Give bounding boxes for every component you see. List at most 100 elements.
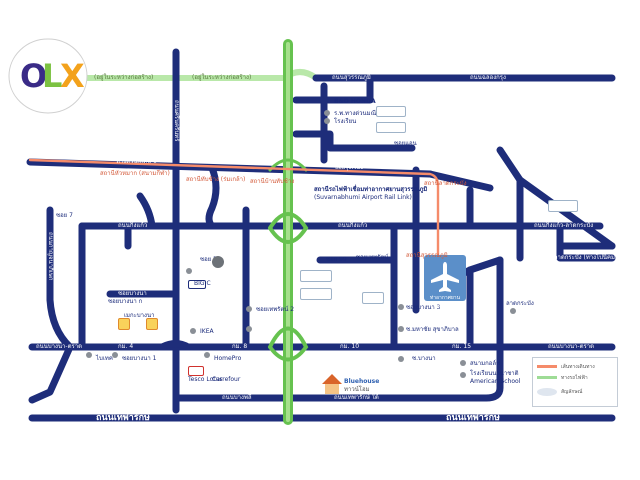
place-lat-krabang: ลาดกระบัง <box>506 300 534 307</box>
road-label-kingkaew-right: ถนนกิ่งแก้ว-ลาดกระบัง <box>534 222 594 229</box>
poi-dot <box>324 118 330 124</box>
project-chip-top-1 <box>376 106 406 117</box>
poi-dot <box>190 328 196 334</box>
olx-logo-x: X <box>60 57 85 95</box>
tesco-logo <box>188 366 204 376</box>
place-rama-hospital: ร.พ.ทางด่วนมณี <box>334 110 377 117</box>
road-label-kingkaew-mid: ถนนกิ่งแก้ว <box>338 222 368 229</box>
road-label-motorway-side: ถนนกิ่งแก้ว <box>120 186 150 193</box>
place-soi-bangna-k: ซอยบางนา ก <box>108 298 143 305</box>
legend-swatch-rail <box>537 376 557 379</box>
road-label-srinakarin: ถนนศรีนครินทร์ <box>173 100 180 142</box>
project-chip-top-2 <box>376 122 406 133</box>
mall-chip-1 <box>118 318 130 330</box>
airport-link-name: สถานีรถไฟฟ้าเชื่อมท่าอากาศยานสุวรรณภูมิ <box>314 186 428 193</box>
place-sansiri: ซอยเทพรัตน์ <box>356 254 389 261</box>
place-sanam-golf: สนามกอล์ฟ <box>470 360 501 367</box>
place-big-school: โรงเรียนนานาชาติ <box>470 370 519 377</box>
project-sub: ทาวน์โฮม <box>344 386 370 393</box>
place-mega-bangna: เมกะบางนา <box>124 312 155 319</box>
arl-station-2: สถานีทับช้าง (ร่มเกล้า) <box>186 176 246 183</box>
olx-logo-l: L <box>42 57 62 95</box>
legend-row-route: เส้นทางเดินทาง <box>537 363 615 370</box>
road-label-bangna-trad-left: ถนนบางนา-ตราด <box>36 343 82 350</box>
road-label-bangna-trad-right: ถนนบางนา-ตราด <box>548 343 594 350</box>
place-bangna-1: ซอยบางนา 1 <box>122 355 157 362</box>
map-legend: เส้นทางเดินทาง ทางรถไฟฟ้า สัญลักษณ์ <box>532 357 618 407</box>
place-bangna-m: ซ.บางนา <box>412 355 436 362</box>
project-chip-mid-3 <box>362 292 384 304</box>
poi-dot <box>398 356 404 362</box>
poi-dot <box>112 352 118 358</box>
road-network <box>26 48 616 422</box>
project-chip-right <box>548 200 578 212</box>
project-chip-mid-1 <box>300 270 332 282</box>
project-house-icon <box>322 374 342 394</box>
road-label-kanchanaphisek: ถนนกาญจนาภิเษก <box>47 232 54 281</box>
arl-station-4: สถานีลาดกระบัง <box>424 180 467 187</box>
road-label-chalong-krung: ถนนฉลองกรุง <box>470 74 506 81</box>
poi-dot <box>398 304 404 310</box>
legend-label-rail: ทางรถไฟฟ้า <box>561 375 588 381</box>
road-label-theparak-south: ถนนเทพารักษ์ ใต้ <box>334 394 379 401</box>
road-label-motorway: ทางด่วนพิเศษ 9 <box>116 158 158 165</box>
road-label-lat-krabang: ถนนลาดกระบัง (ทางไปนิคม) <box>542 254 618 261</box>
poi-dot <box>246 326 252 332</box>
airport-link-sub: (Suvarnabhumi Airport Rail Link) <box>314 194 412 201</box>
airport-label: ท่าอากาศยานสุวรรณภูมิ <box>429 295 461 309</box>
legend-symbol <box>537 388 557 396</box>
olx-logo: O L X <box>8 38 88 114</box>
place-soi-99: ซอย 99 <box>326 256 347 263</box>
road-label-soi-bangna: ซอยบางนา <box>118 290 147 297</box>
rail-label-construction-2: (อยู่ในระหว่างก่อสร้าง) <box>192 74 252 81</box>
legend-label-route: เส้นทางเดินทาง <box>561 364 595 370</box>
road-label-km10: กม. 10 <box>340 343 360 350</box>
road-label-bangplee: ถนนบางพลี <box>222 394 252 401</box>
place-soi-57: ซอย 57 <box>200 256 221 263</box>
poi-dot <box>460 360 466 366</box>
place-bb-honda: B&D HONDA <box>334 98 376 105</box>
place-ikea: IKEA <box>200 328 214 335</box>
road-label-km8: กม. 8 <box>232 343 248 350</box>
road-label-km4: กม. 4 <box>118 343 134 350</box>
olx-logo-o: O <box>20 57 47 95</box>
road-label-soi-rung-ruang: ซอยรุ่งเรือง <box>334 164 364 171</box>
project-chip-mid-2 <box>300 288 332 300</box>
place-bitec: ไบเทค <box>96 355 113 362</box>
place-soi-7: ซอย 7 <box>56 212 73 219</box>
legend-swatch-route <box>537 365 557 368</box>
arl-station-1: สถานีหัวหมาก (สนามกีฬา) <box>100 170 170 177</box>
place-cantonment: ซ.มหาชัย สุขาภิบาล <box>406 326 459 333</box>
place-soi-15: ซอยแอน <box>394 140 417 147</box>
poi-dot <box>510 308 516 314</box>
place-school-top: โรงเรียน <box>334 118 357 125</box>
road-label-km15: กม. 15 <box>452 343 472 350</box>
poi-dot <box>398 326 404 332</box>
legend-label-note: สัญลักษณ์ <box>561 389 583 395</box>
place-tesco: Tesco Lotus <box>188 376 223 383</box>
place-bangna-3: ซอยบางนา 3 <box>406 304 441 311</box>
place-carrefour: Carrefour <box>212 376 241 383</box>
place-american-school: American School <box>470 378 521 385</box>
poi-dot <box>246 306 252 312</box>
road-label-kingkaew-left: ถนนกิ่งแก้ว <box>118 222 148 229</box>
rail-label-construction-1: (อยู่ในระหว่างก่อสร้าง) <box>94 74 154 81</box>
project-name: Bluehouse <box>344 378 380 385</box>
arl-station-5: สถานีสุวรรณภูมิ <box>406 252 448 259</box>
poi-dot <box>324 110 330 116</box>
road-label-thepharak-right: ถนนเทพารักษ์ <box>446 413 500 423</box>
poi-dot <box>86 352 92 358</box>
poi-dot <box>460 372 466 378</box>
legend-row-rail: ทางรถไฟฟ้า <box>537 374 615 381</box>
place-big-c-top: BIG C <box>194 280 211 287</box>
place-thai-garden: ซอยเทพรัตน์ 2 <box>256 306 295 313</box>
place-home-pro: HomePro <box>214 355 242 362</box>
mall-logo-b <box>188 280 206 289</box>
road-label-thepharak-left: ถนนเทพารักษ์ <box>96 413 150 423</box>
road-label-suvarnabhumi: ถนนสุวรรณภูมิ <box>332 74 371 81</box>
mall-chip-2 <box>146 318 158 330</box>
expressway <box>268 39 309 425</box>
arl-station-3: สถานีบ้านทับช้าง <box>250 178 295 185</box>
poi-dot <box>204 352 210 358</box>
